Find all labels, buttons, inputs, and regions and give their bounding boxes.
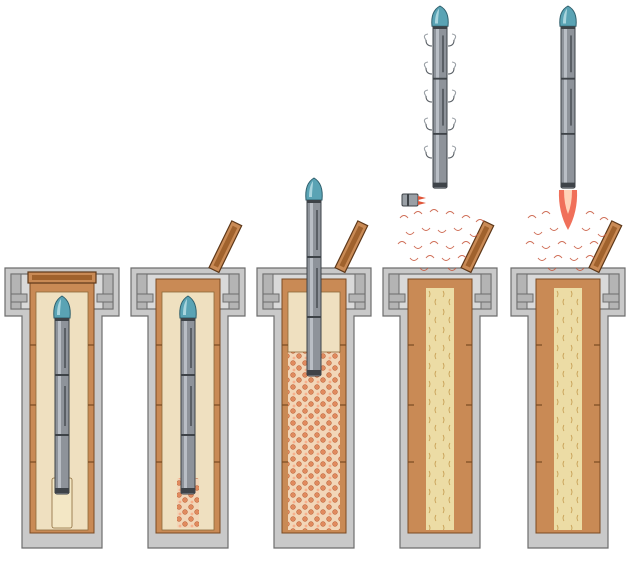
- silo-lid-closed: [27, 271, 97, 284]
- stage-5-silo: [510, 5, 626, 549]
- missile-airborne: [431, 5, 449, 189]
- stage-3-silo: [256, 177, 372, 549]
- exhaust-flame: [558, 190, 578, 230]
- silo-lid-open: [460, 220, 495, 274]
- silo-lid-open: [588, 220, 623, 274]
- missile-in-silo: [179, 295, 197, 495]
- residue-fill: [426, 288, 454, 530]
- silo-lid-open: [334, 220, 369, 274]
- smoke-cloud: [397, 209, 485, 271]
- missile-ignition: [559, 5, 577, 189]
- silo-lid-open: [208, 220, 243, 274]
- residue-fill: [554, 288, 582, 530]
- stage-2-silo: [130, 220, 246, 549]
- missile-rising: [305, 177, 323, 377]
- stage-4-silo: [382, 5, 498, 549]
- smoke-cloud: [525, 211, 609, 271]
- gas-fill: [288, 352, 340, 530]
- rotation-rings: [423, 33, 457, 159]
- missile-in-silo: [53, 295, 71, 495]
- gas-generator: [401, 193, 426, 207]
- stage-1-silo: [4, 267, 120, 549]
